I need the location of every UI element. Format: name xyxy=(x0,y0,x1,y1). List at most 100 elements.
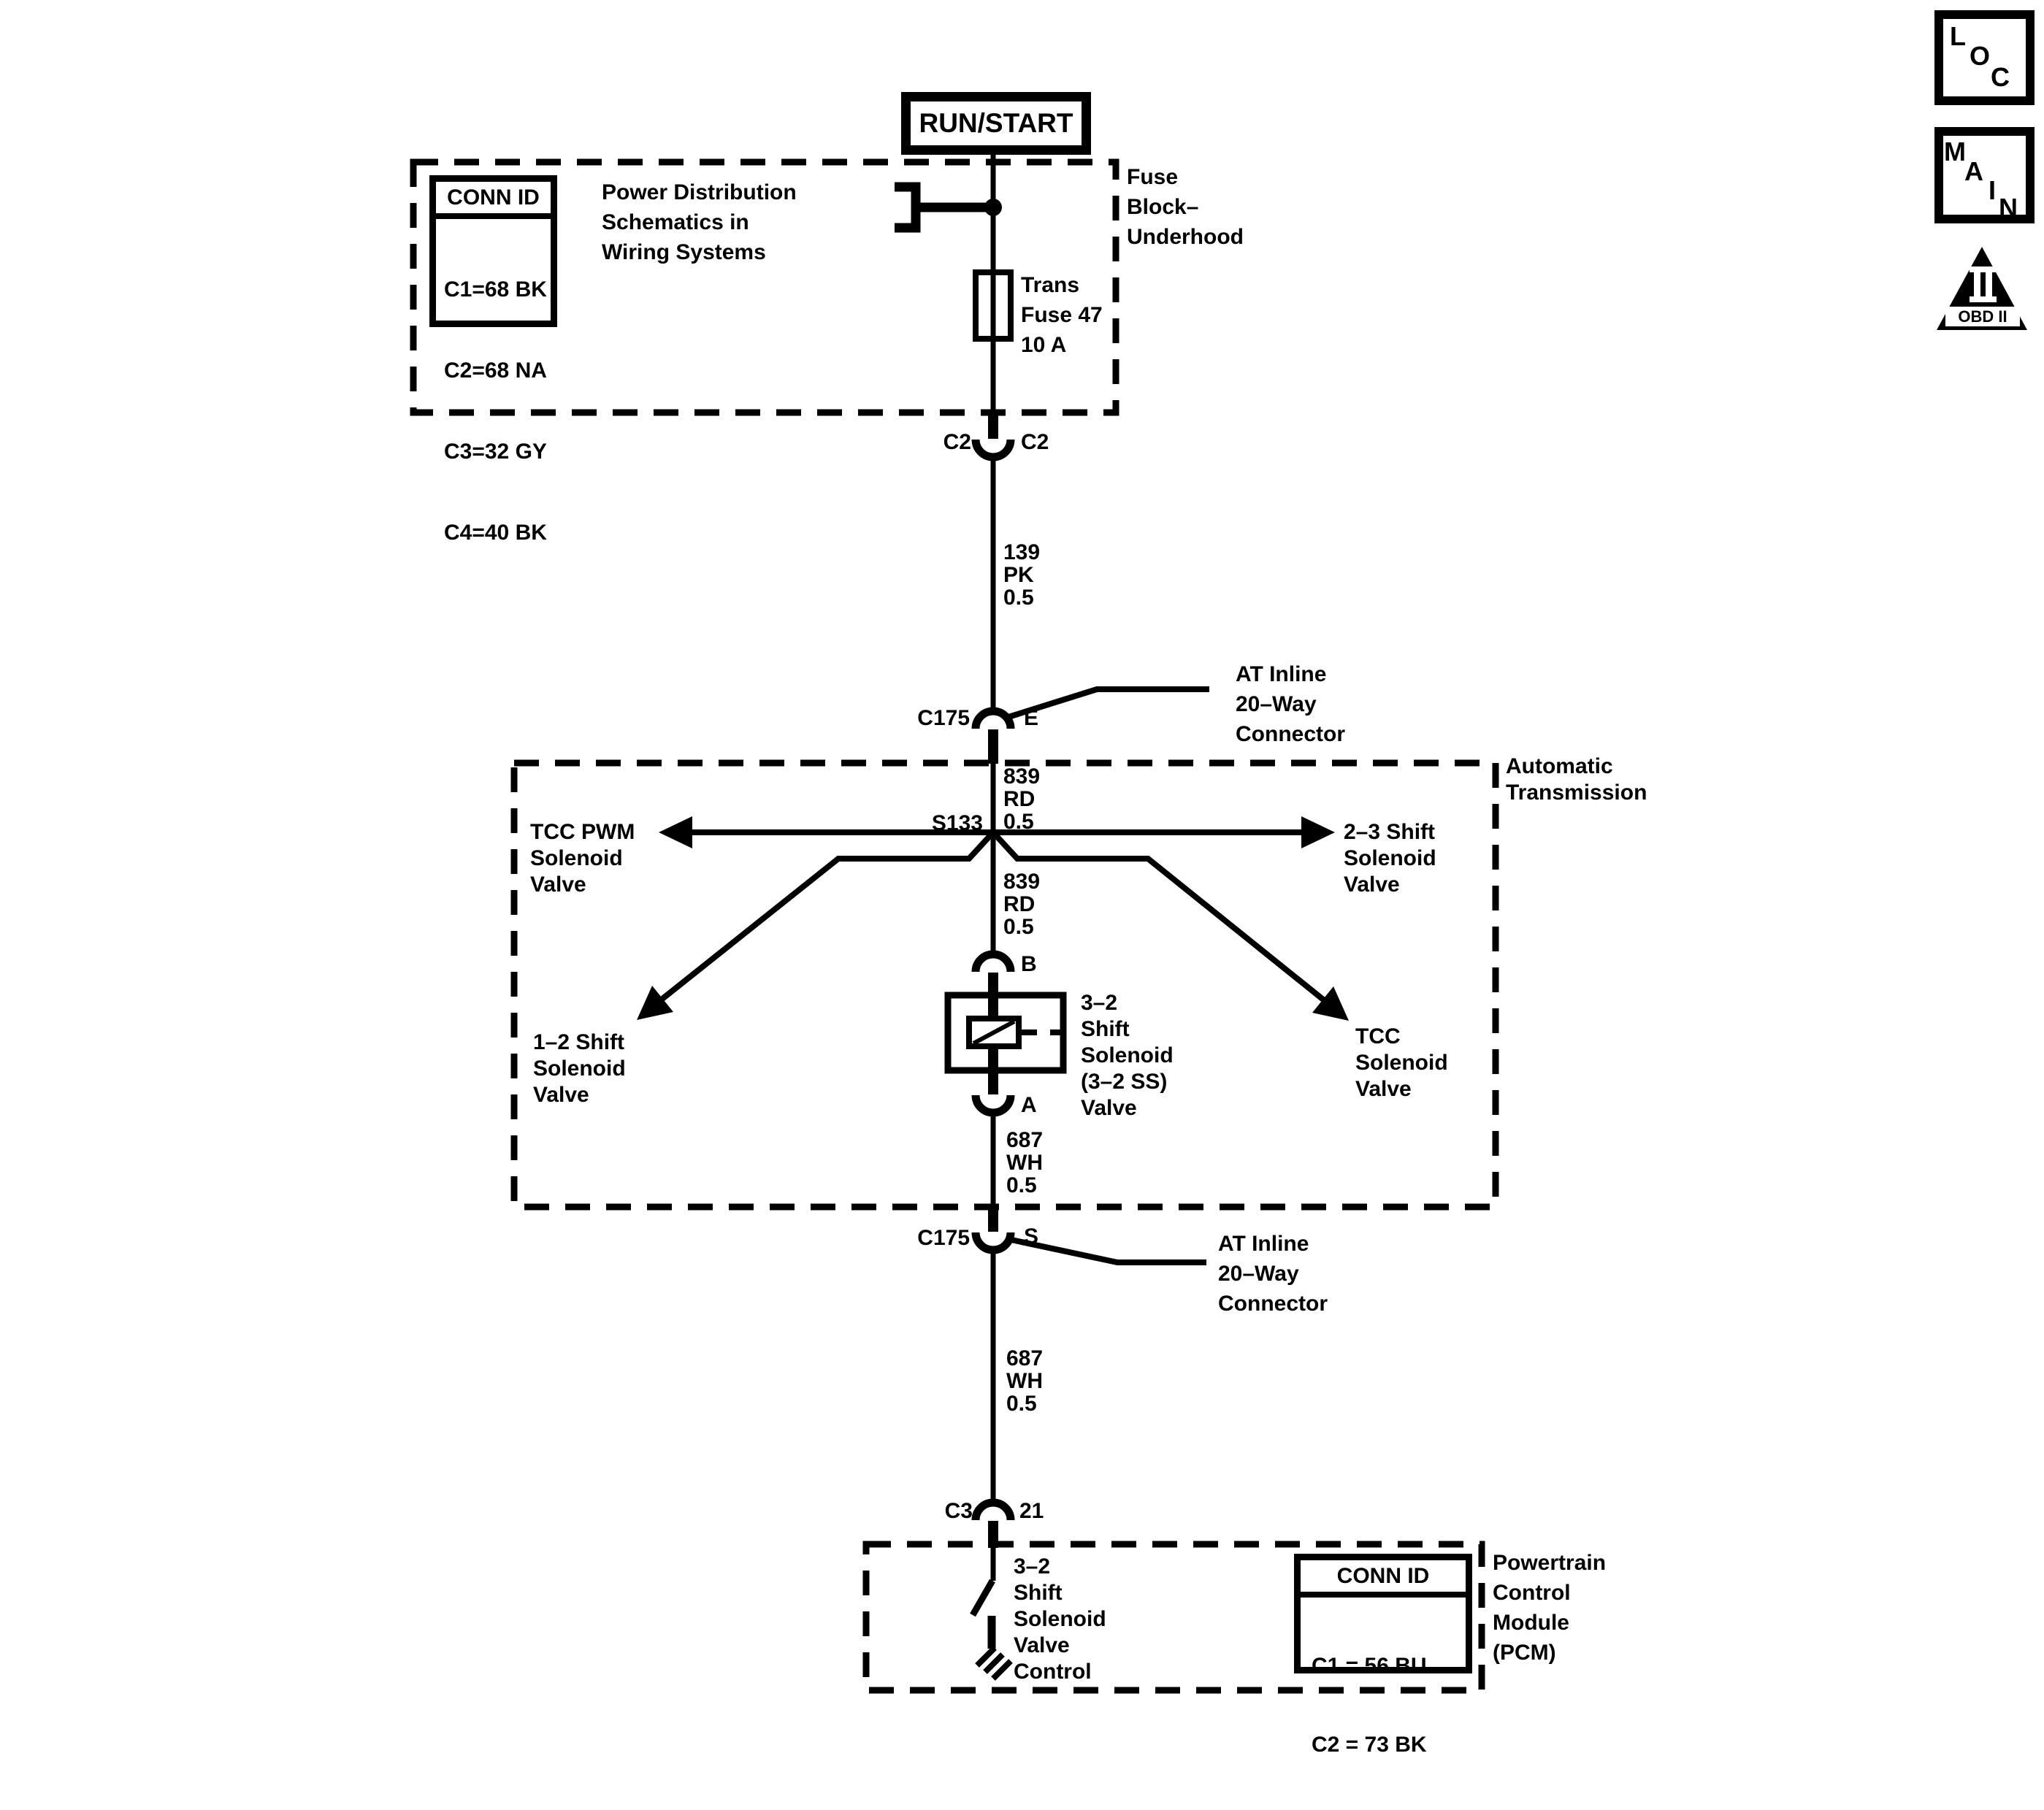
solenoid32-line: Valve xyxy=(1081,1096,1137,1120)
pin-a-label: A xyxy=(1021,1093,1037,1117)
main-letter: I xyxy=(1989,175,1997,205)
splice-label: S133 xyxy=(931,811,983,835)
inline-note-bottom-line: Connector xyxy=(1218,1292,1328,1316)
shift23-line: Valve xyxy=(1344,873,1400,897)
wire-687b-line: 0.5 xyxy=(1006,1392,1037,1416)
conn-id-row: C2=68 NA xyxy=(444,358,547,383)
pcm-control-line: 3–2 xyxy=(1014,1554,1051,1579)
power-distribution-bracket xyxy=(895,182,1002,233)
conn-id-row: C4=40 BK xyxy=(444,521,547,545)
junction-dot xyxy=(984,199,1002,216)
c175-e-connector-icon xyxy=(971,707,1015,729)
conn-id-row: C1=68 BK xyxy=(444,277,547,302)
run-start-label: RUN/START xyxy=(919,108,1073,138)
fuse-block-name-line: Block– xyxy=(1127,195,1199,219)
c3-label: C3 xyxy=(944,1499,973,1523)
loc-letter: C xyxy=(1991,62,2010,92)
wire-839a-line: 839 xyxy=(1003,764,1041,789)
main-letter: N xyxy=(1999,193,2018,223)
inline-note-bottom-line: 20–Way xyxy=(1218,1262,1299,1286)
tcc-pwm-line: TCC PWM xyxy=(530,820,635,844)
inline-note-bottom-line: AT Inline xyxy=(1218,1232,1309,1256)
fuse-label-line: Trans xyxy=(1021,273,1080,297)
pcm-name-line: Module xyxy=(1493,1611,1569,1635)
conn-id-header: CONN ID xyxy=(1301,1560,1466,1598)
pcm-control-line: Valve xyxy=(1014,1633,1070,1657)
wire-139-line: 0.5 xyxy=(1003,586,1034,610)
leader-lines xyxy=(1007,686,1209,1265)
tcc-line: Valve xyxy=(1355,1077,1412,1101)
conn-id-row: C1 = 56 BU xyxy=(1312,1654,1427,1678)
conn-id-row: C3=32 GY xyxy=(444,440,547,464)
solenoid-valve-symbol xyxy=(944,992,1067,1074)
solenoid32-line: Shift xyxy=(1081,1017,1130,1041)
shift23-line: Solenoid xyxy=(1344,846,1436,870)
wire-687a-line: 687 xyxy=(1006,1128,1044,1152)
inline-note-top-line: AT Inline xyxy=(1236,662,1327,686)
ground-icon xyxy=(975,1646,1013,1681)
splice-arrows xyxy=(660,829,1325,1002)
shift12-line: 1–2 Shift xyxy=(533,1030,625,1054)
arrowhead-right-icon xyxy=(1301,816,1335,848)
transmission-name-line: Transmission xyxy=(1506,781,1647,805)
wire-687a-line: 0.5 xyxy=(1006,1173,1037,1197)
pcm-name-line: Control xyxy=(1493,1581,1571,1605)
run-start-box: RUN/START xyxy=(901,92,1091,155)
inline-note-top-line: 20–Way xyxy=(1236,692,1317,716)
main-letter: A xyxy=(1964,156,1983,186)
fuse-label-line: Fuse 47 xyxy=(1021,303,1103,327)
loc-box-icon xyxy=(1934,10,2035,105)
wire-687b-line: WH xyxy=(1006,1369,1043,1393)
c175-e-label: C175 xyxy=(917,706,970,730)
power-ref-line: Power Distribution xyxy=(602,180,797,204)
inline-note-top-line: Connector xyxy=(1236,722,1345,746)
obd2-triangle-icon xyxy=(1937,247,2027,330)
fuse-block-dashed-box xyxy=(410,158,1119,416)
wire-839b-line: 0.5 xyxy=(1003,915,1034,939)
fuse-block-name-line: Underhood xyxy=(1127,225,1244,249)
wire-839a-line: RD xyxy=(1003,787,1036,811)
power-ref-line: Schematics in xyxy=(602,210,749,234)
main-letter: M xyxy=(1944,137,1966,166)
pcm-control-line: Control xyxy=(1014,1660,1092,1684)
conn-id-header: CONN ID xyxy=(436,182,551,219)
pin-a-connector-icon xyxy=(971,1094,1015,1117)
loc-letter: L xyxy=(1950,21,1966,51)
pin-b-label: B xyxy=(1021,952,1037,976)
shift23-line: 2–3 Shift xyxy=(1344,820,1436,844)
arrowhead-left-icon xyxy=(659,816,692,848)
wire-687a-line: WH xyxy=(1006,1151,1043,1175)
c175-s-label: C175 xyxy=(917,1226,970,1250)
conn-id-row: C2 = 73 BK xyxy=(1312,1733,1427,1757)
pcm-control-line: Solenoid xyxy=(1014,1607,1106,1631)
pcm-name-line: (PCM) xyxy=(1493,1641,1556,1665)
shift12-line: Valve xyxy=(533,1083,589,1107)
c175-s-pin: S xyxy=(1024,1224,1039,1249)
shift12-line: Solenoid xyxy=(533,1057,626,1081)
fuse-label-line: 10 A xyxy=(1021,333,1067,357)
c2-connector-icon xyxy=(971,439,1015,461)
loc-letter: O xyxy=(1970,41,1991,71)
tcc-pwm-line: Solenoid xyxy=(530,846,623,870)
c3-connector-icon xyxy=(971,1498,1015,1521)
solenoid32-line: Solenoid xyxy=(1081,1043,1174,1067)
wire-139-line: PK xyxy=(1003,563,1034,587)
wire-839b-line: RD xyxy=(1003,892,1036,916)
tcc-line: TCC xyxy=(1355,1024,1401,1048)
fuse-block-conn-id-table: CONN ID C1=68 BK C2=68 NA C3=32 GY C4=40… xyxy=(429,175,557,545)
wire-687b-line: 687 xyxy=(1006,1346,1044,1370)
pcm-control-line: Shift xyxy=(1014,1581,1063,1605)
tcc-pwm-line: Valve xyxy=(530,873,586,897)
transmission-name-line: Automatic xyxy=(1506,754,1613,778)
arrowhead-downleft-icon xyxy=(637,986,673,1020)
pcm-dashed-box xyxy=(862,1541,1485,1694)
fuse-symbol xyxy=(973,269,1014,342)
fuse-block-name-line: Fuse xyxy=(1127,165,1179,189)
c175-s-connector-icon xyxy=(971,1232,1015,1254)
wire-839b-line: 839 xyxy=(1003,870,1041,894)
solenoid32-line: (3–2 SS) xyxy=(1081,1070,1168,1094)
obd2-label: OBD II xyxy=(1958,307,2007,326)
solenoid32-line: 3–2 xyxy=(1081,991,1118,1015)
wire-139-line: 139 xyxy=(1003,540,1041,564)
